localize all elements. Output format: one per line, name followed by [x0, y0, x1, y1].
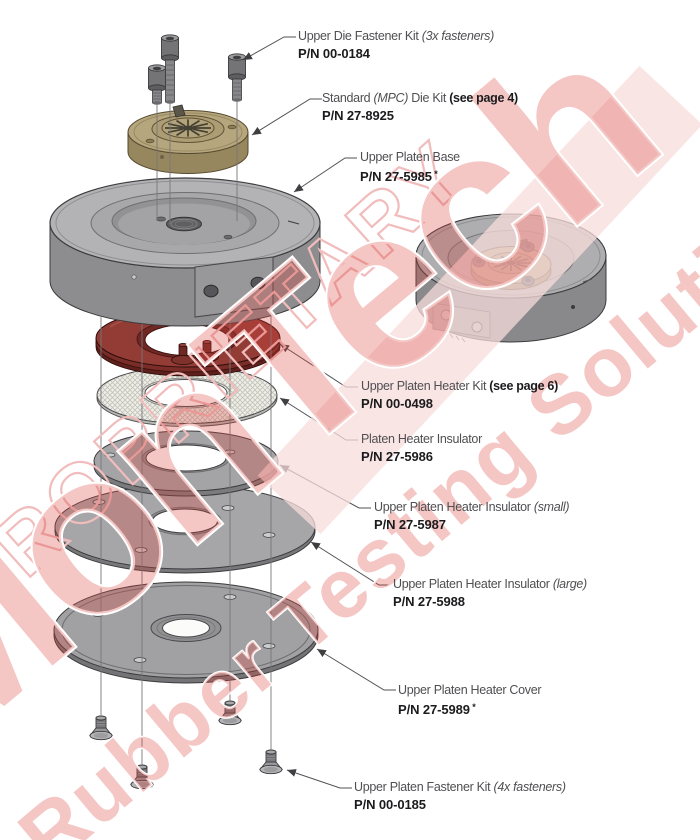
assembled-platen [415, 213, 607, 343]
leader-platen-fastener-kit [286, 769, 352, 789]
heater-insulator-small-part [93, 430, 279, 497]
upper-die-fastener-screws [148, 34, 246, 105]
leader-insulator-large [310, 541, 391, 586]
leader-lines [242, 36, 396, 789]
upper-platen-fastener-screws [89, 700, 283, 790]
leader-heater-insulator [279, 397, 358, 441]
leader-upper-platen-base [293, 157, 357, 193]
die-rosette [165, 119, 211, 137]
leader-heater-cover [316, 648, 396, 691]
leader-heater-kit [279, 343, 358, 388]
alignment-lines [100, 101, 272, 765]
heater-terminals [171, 340, 219, 366]
heater-insulator-large-part [54, 484, 316, 574]
upper-platen-heater-cover-part [53, 581, 319, 684]
leader-standard-die-kit [251, 98, 322, 136]
upper-platen-base-part [49, 177, 321, 327]
leader-insulator-small [279, 464, 371, 509]
exploded-view [49, 34, 321, 790]
leader-upper-die-fastener-kit [242, 36, 296, 61]
die-kit-part [127, 104, 249, 174]
